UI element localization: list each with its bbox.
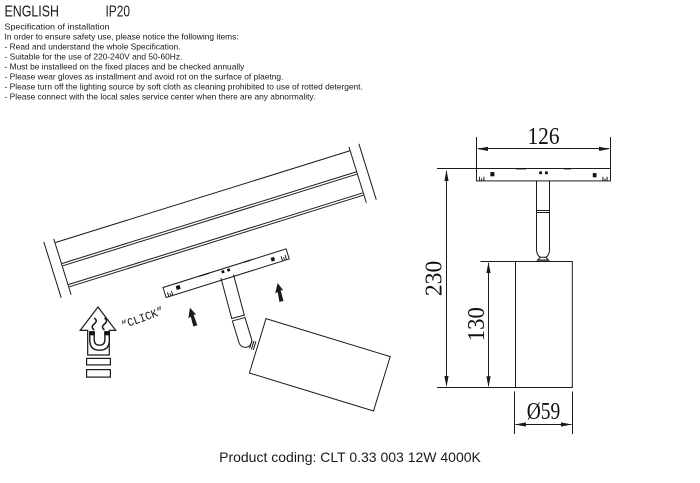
svg-text:IP20: IP20 bbox=[106, 4, 131, 21]
svg-text:- Read and understand the whol: - Read and understand the whole Specific… bbox=[5, 42, 181, 52]
svg-text:- Please connect with the loca: - Please connect with the local sales se… bbox=[5, 92, 316, 102]
svg-text:- Please turn off the lighting: - Please turn off the lighting source by… bbox=[5, 82, 363, 92]
svg-text:230: 230 bbox=[421, 261, 448, 297]
svg-text:- Suitable for the use of 220-: - Suitable for the use of 220-240V and 5… bbox=[5, 52, 183, 62]
svg-text:Specification of installation: Specification of installation bbox=[5, 22, 110, 32]
svg-text:- Must be installeed on the fi: - Must be installeed on the fixed places… bbox=[5, 62, 246, 72]
svg-text:In order to ensure safety use,: In order to ensure safety use, please no… bbox=[5, 32, 239, 42]
svg-text:ENGLISH: ENGLISH bbox=[5, 4, 60, 21]
svg-text:Ø59: Ø59 bbox=[527, 398, 561, 425]
svg-text:126: 126 bbox=[528, 123, 560, 150]
svg-text:130: 130 bbox=[463, 307, 490, 341]
svg-text:- Please wear gloves as instal: - Please wear gloves as installment and … bbox=[5, 72, 284, 82]
svg-text:Product coding: CLT 0.33 003 1: Product coding: CLT 0.33 003 12W 4000K bbox=[219, 449, 481, 465]
